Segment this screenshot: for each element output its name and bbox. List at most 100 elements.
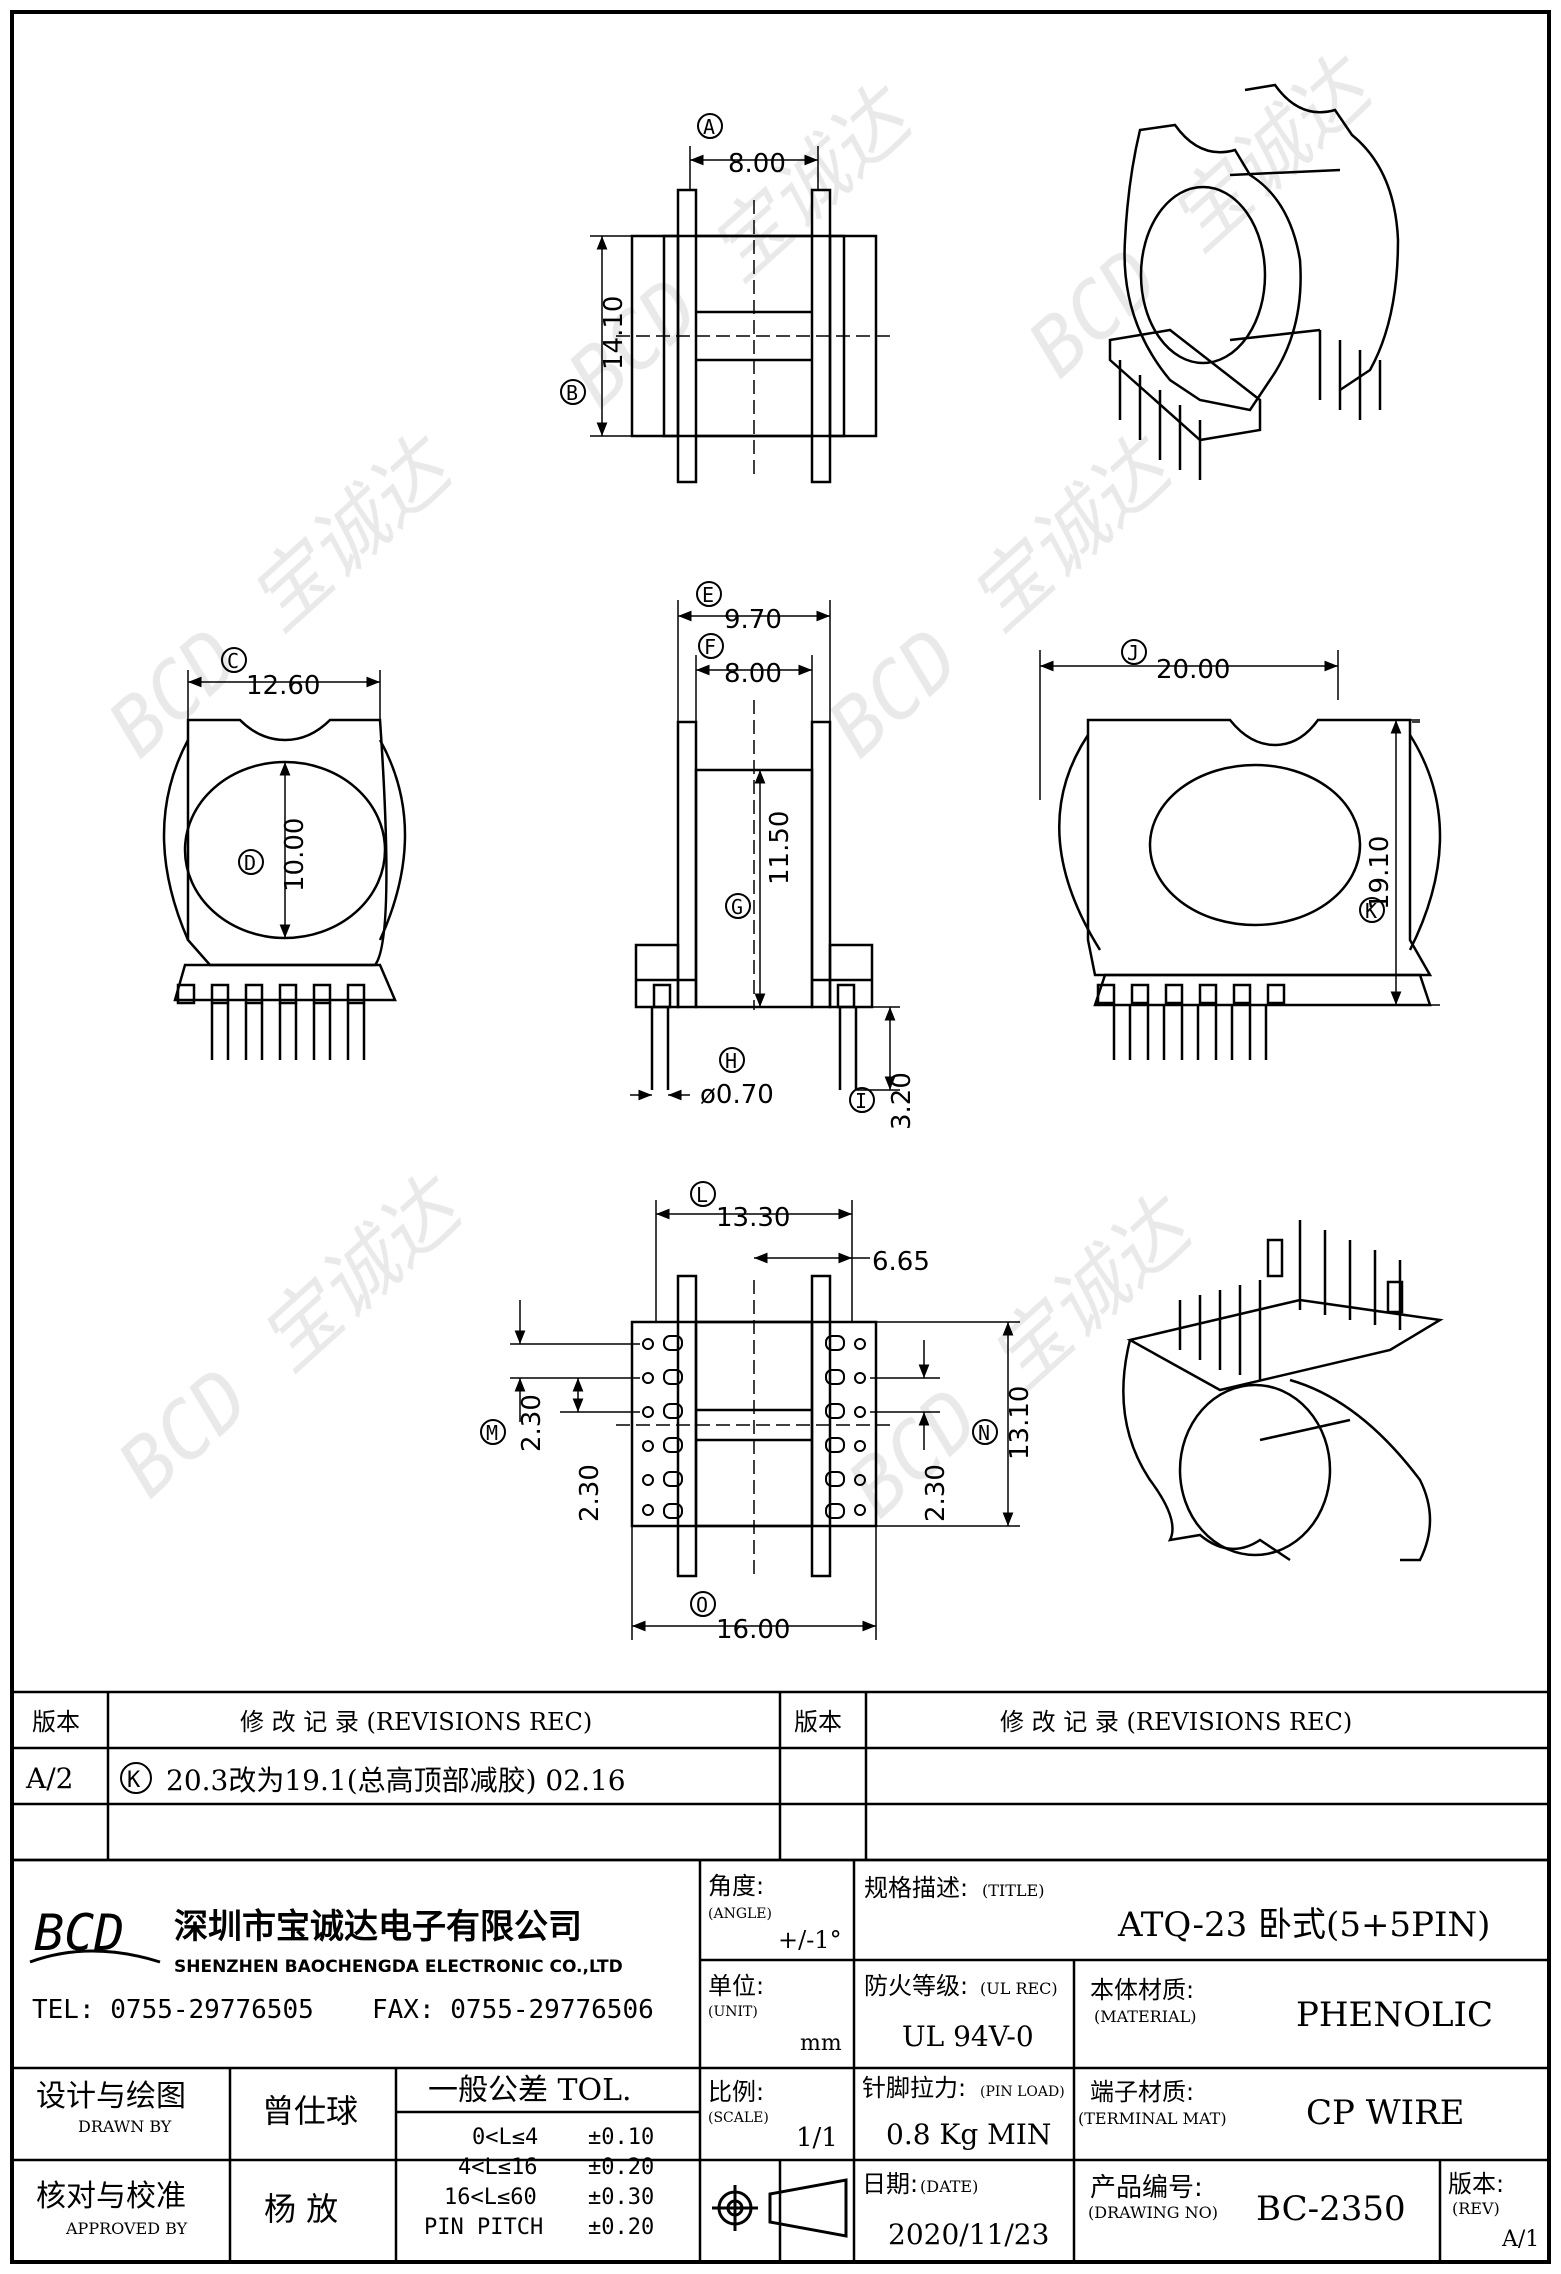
company-name-cn: 深圳市宝诚达电子有限公司 [174,1907,582,1947]
dim-bottom-half: 6.65 [872,1247,930,1277]
projection-symbol-icon [712,2178,848,2238]
tol-range-4: PIN PITCH [424,2215,543,2240]
rev-col-record-left: 修 改 记 录 (REVISIONS REC) [240,1708,592,1736]
title-value: ATQ-23 卧式(5+5PIN) [1117,1905,1490,1945]
marker-g: G [725,893,751,919]
tol-range-2: 4<L≤16 [458,2155,537,2180]
dim-top-height: 14.10 [599,296,629,370]
front-view [1039,650,1442,1060]
bottom-view [510,1200,1020,1640]
date-label: 日期: [862,2170,918,2198]
dim-top-width: 8.00 [728,149,786,179]
company-tel: TEL: 0755-29776505 [32,1995,314,2025]
title-block [10,1858,1551,2264]
marker-j: J [1121,639,1147,665]
drawing-label: 产品编号: [1090,2173,1203,2203]
approver-label: 核对与校准 [36,2179,186,2214]
ul-label-en: (UL REC) [980,1979,1058,1998]
material-label-en: (MATERIAL) [1094,2007,1196,2026]
rev-label: 版本: [1448,2170,1504,2198]
marker-m: M [480,1419,506,1445]
dim-bottom-total: 16.00 [716,1615,790,1645]
terminal-value: CP WIRE [1306,2093,1465,2133]
svg-text:F: F [704,635,716,659]
dim-bottom-pitch-left-inner: 2.30 [575,1464,605,1522]
tol-value-3: ±0.30 [588,2185,654,2210]
material-value: PHENOLIC [1296,1995,1493,2035]
watermark-group: BCD 宝诚达 BCD 宝诚达 BCD 宝诚达 BCD 宝诚达 BCD 宝诚达 … [92,39,1392,1534]
rev-row-marker: K [120,1762,152,1794]
pinload-value: 0.8 Kg MIN [886,2118,1051,2151]
title-label-en: (TITLE) [982,1881,1044,1900]
marker-n: N [972,1419,998,1445]
rev-value: A/1 [1501,2227,1539,2252]
svg-text:C: C [227,649,239,673]
unit-label-en: (UNIT) [708,2004,758,2020]
svg-text:B: B [566,381,578,405]
svg-text:A: A [703,115,715,139]
date-label-en: (DATE) [920,2177,978,2196]
svg-text:K: K [127,1768,141,1793]
marker-d: D [238,849,264,875]
watermark-6: BCD 宝诚达 [1012,39,1392,394]
dim-left-width: 12.60 [246,671,320,701]
svg-text:K: K [1365,899,1377,923]
iso-view-top [1108,83,1400,480]
watermark-5: BCD 宝诚达 [832,1179,1212,1534]
watermark-1: BCD 宝诚达 [92,419,472,774]
tol-value-1: ±0.10 [588,2125,654,2150]
side-view [630,600,900,1101]
terminal-label: 端子材质: [1090,2078,1194,2106]
scale-value: 1/1 [796,2123,838,2153]
terminal-label-en: (TERMINAL MAT) [1078,2109,1227,2128]
drawing-label-en: (DRAWING NO) [1088,2203,1218,2222]
unit-value: mm [800,2031,842,2056]
dim-bottom-pitch-right: 2.30 [921,1464,951,1522]
rev-col-version-right: 版本 [794,1708,842,1736]
marker-o: O [690,1591,716,1617]
pinload-label: 针脚拉力: [862,2074,966,2102]
scale-label: 比例: [708,2078,764,2106]
dim-side-height: 11.50 [765,811,795,885]
title-label: 规格描述: [864,1874,968,1902]
rev-label-en: (REV) [1452,2199,1500,2218]
tol-title: 一般公差 TOL. [428,2073,632,2108]
marker-b: B [560,379,586,405]
left-view [162,670,407,1060]
date-value: 2020/11/23 [888,2218,1049,2251]
dim-bottom-width: 13.30 [716,1203,790,1233]
designer-label-en: DRAWN BY [78,2117,172,2136]
tol-value-2: ±0.20 [588,2155,654,2180]
svg-text:D: D [244,851,256,875]
scale-label-en: (SCALE) [708,2110,769,2126]
svg-text:E: E [702,583,714,607]
dim-side-pin-dia: ø0.70 [700,1080,774,1110]
marker-l: L [690,1181,716,1207]
pinload-label-en: (PIN LOAD) [980,2084,1065,2100]
marker-e: E [696,581,722,607]
angle-label: 角度: [708,1872,764,1900]
svg-text:L: L [696,1183,708,1207]
rev-col-version-left: 版本 [32,1708,80,1736]
rev-col-record-right: 修 改 记 录 (REVISIONS REC) [1000,1708,1352,1736]
angle-value: +/-1° [778,1926,842,1954]
rev-row-version: A/2 [25,1762,73,1795]
rev-row-text: 20.3改为19.1(总高顶部减胶) 02.16 [166,1764,626,1797]
approver-label-en: APPROVED BY [65,2219,188,2238]
marker-i: I [849,1087,875,1113]
unit-label: 单位: [708,1972,764,2000]
marker-h: H [719,1047,745,1073]
svg-text:G: G [731,895,743,919]
dim-side-outer: 9.70 [724,605,782,635]
dim-bottom-pitch-left-outer: 2.30 [517,1394,547,1452]
dim-left-inner: 10.00 [280,818,310,892]
iso-view-bottom [1122,1220,1444,1562]
company-name-en: SHENZHEN BAOCHENGDA ELECTRONIC CO.,LTD [174,1957,623,1977]
marker-f: F [698,633,724,659]
approver-value: 杨 放 [264,2190,338,2228]
ul-label: 防火等级: [864,1972,968,2000]
designer-value: 曾仕球 [262,2092,358,2130]
watermark-4: BCD 宝诚达 [102,1159,482,1514]
dim-side-inner: 8.00 [724,659,782,689]
